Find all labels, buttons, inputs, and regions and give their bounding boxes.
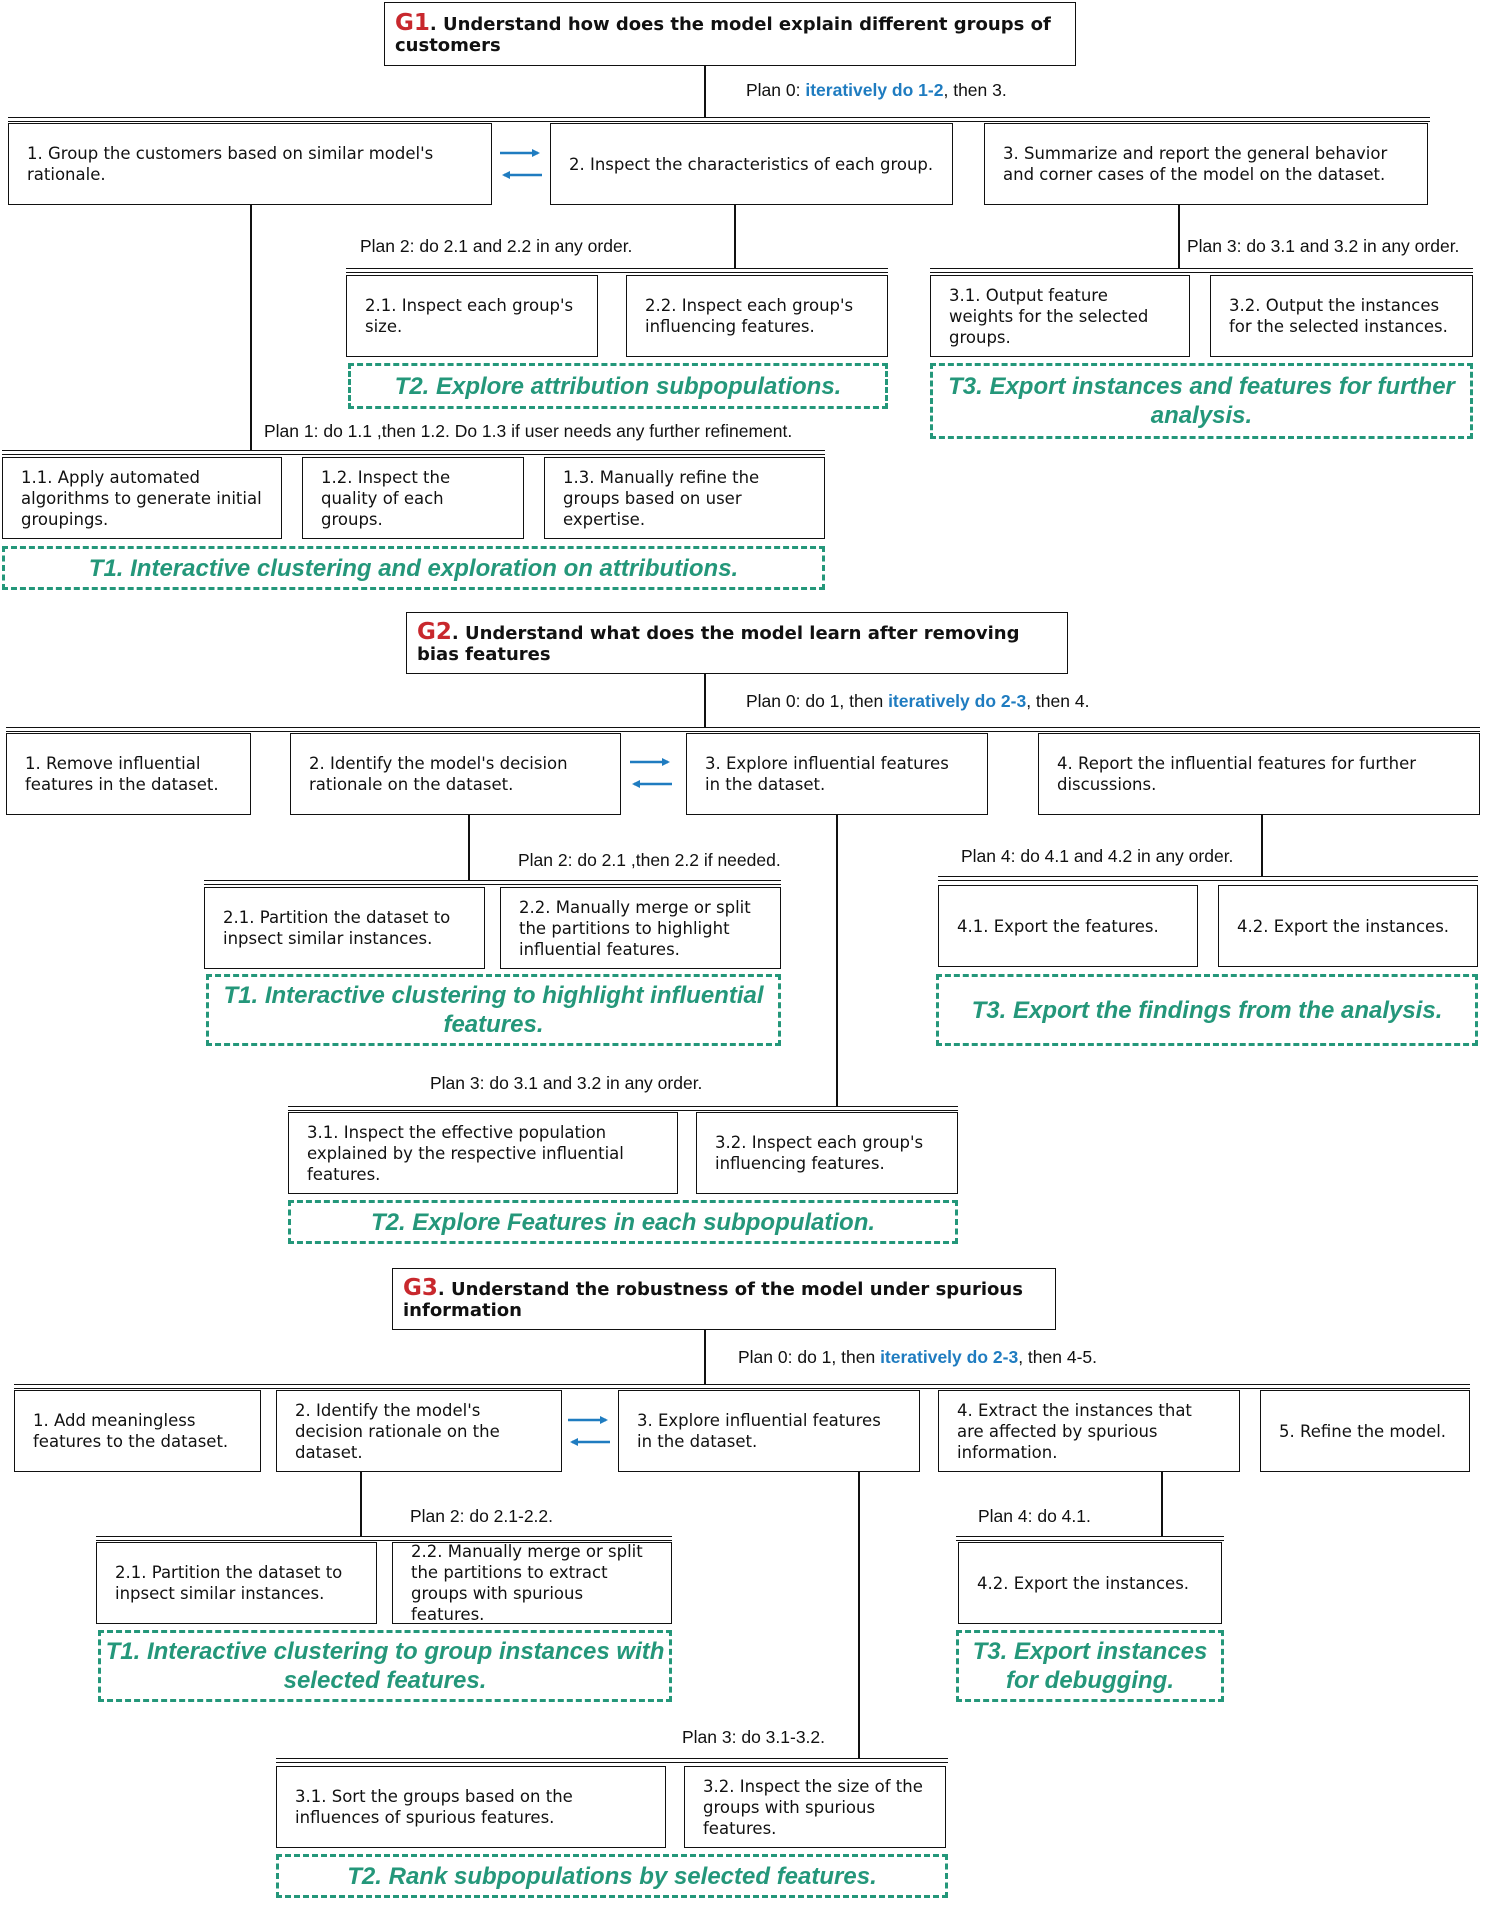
- g2-goal-box: G2. Understand what does the model learn…: [406, 612, 1068, 674]
- g3-goal-box: G3. Understand the robustness of the mod…: [392, 1268, 1056, 1330]
- g2-step-4-1: 4.1. Export the features.: [938, 885, 1198, 967]
- g2-step-2-1: 2.1. Partition the dataset to inpsect si…: [204, 887, 485, 969]
- g2-plan0: Plan 0: do 1, then iteratively do 2-3, t…: [746, 691, 1090, 711]
- g2-task-t3: T3. Export the findings from the analysi…: [936, 974, 1478, 1046]
- g1-plan1: Plan 1: do 1.1 ,then 1.2. Do 1.3 if user…: [264, 421, 793, 441]
- g2-step-2-2: 2.2. Manually merge or split the partiti…: [500, 887, 781, 969]
- g1-step-3: 3. Summarize and report the general beha…: [984, 123, 1428, 205]
- g3-step-3-2: 3.2. Inspect the size of the groups with…: [684, 1766, 946, 1848]
- g2-task-t1: T1. Interactive clustering to highlight …: [206, 974, 781, 1046]
- g1-step-1-1: 1.1. Apply automated algorithms to gener…: [2, 457, 282, 539]
- g1-goal-text: . Understand how does the model explain …: [395, 13, 1051, 56]
- g2-step-1: 1. Remove influential features in the da…: [6, 733, 251, 815]
- g3-goal-text: . Understand the robustness of the model…: [403, 1278, 1023, 1321]
- g1-task-t3: T3. Export instances and features for fu…: [930, 363, 1473, 439]
- g3-task-t2: T2. Rank subpopulations by selected feat…: [276, 1854, 948, 1898]
- g2-goal-text: . Understand what does the model learn a…: [417, 622, 1020, 665]
- g3-step-2-2: 2.2. Manually merge or split the partiti…: [392, 1542, 672, 1624]
- g2-iterate-arrows-icon: [630, 758, 672, 788]
- g2-goal-id: G2: [417, 618, 452, 645]
- g3-step-5: 5. Refine the model.: [1260, 1390, 1470, 1472]
- g3-step-2: 2. Identify the model's decision rationa…: [276, 1390, 562, 1472]
- g1-step-1: 1. Group the customers based on similar …: [8, 123, 492, 205]
- g3-step-1: 1. Add meaningless features to the datas…: [14, 1390, 261, 1472]
- g3-task-t3: T3. Export instances for debugging.: [956, 1630, 1224, 1702]
- g1-plan3: Plan 3: do 3.1 and 3.2 in any order.: [1187, 236, 1460, 256]
- g3-step-3-1: 3.1. Sort the groups based on the influe…: [276, 1766, 666, 1848]
- g1-task-t2: T2. Explore attribution subpopulations.: [348, 363, 888, 409]
- g3-plan3: Plan 3: do 3.1-3.2.: [682, 1727, 826, 1747]
- g1-step-2: 2. Inspect the characteristics of each g…: [550, 123, 953, 205]
- g3-plan4: Plan 4: do 4.1.: [978, 1506, 1091, 1526]
- g2-task-t2: T2. Explore Features in each subpopulati…: [288, 1200, 958, 1244]
- g1-step-2-1: 2.1. Inspect each group's size.: [346, 275, 598, 357]
- g1-goal-id: G1: [395, 9, 430, 36]
- g1-plan0: Plan 0: iteratively do 1-2, then 3.: [746, 80, 1007, 100]
- g2-step-3-1: 3.1. Inspect the effective population ex…: [288, 1112, 678, 1194]
- g3-step-2-1: 2.1. Partition the dataset to inpsect si…: [96, 1542, 377, 1624]
- g3-step-4-2: 4.2. Export the instances.: [958, 1542, 1222, 1624]
- g2-plan2: Plan 2: do 2.1 ,then 2.2 if needed.: [518, 850, 781, 870]
- g1-goal-box: G1. Understand how does the model explai…: [384, 2, 1076, 66]
- g1-iterate-arrows-icon: [500, 149, 542, 179]
- g3-step-3: 3. Explore influential features in the d…: [618, 1390, 920, 1472]
- g1-step-3-1: 3.1. Output feature weights for the sele…: [930, 275, 1190, 357]
- g3-plan2: Plan 2: do 2.1-2.2.: [410, 1506, 554, 1526]
- g3-plan0: Plan 0: do 1, then iteratively do 2-3, t…: [738, 1347, 1097, 1367]
- g2-step-3-2: 3.2. Inspect each group's influencing fe…: [696, 1112, 958, 1194]
- g3-iterate-arrows-icon: [568, 1416, 610, 1446]
- g1-step-2-2: 2.2. Inspect each group's influencing fe…: [626, 275, 888, 357]
- g2-step-4-2: 4.2. Export the instances.: [1218, 885, 1478, 967]
- g3-goal-id: G3: [403, 1274, 438, 1301]
- g1-plan2: Plan 2: do 2.1 and 2.2 in any order.: [360, 236, 633, 256]
- g2-step-2: 2. Identify the model's decision rationa…: [290, 733, 621, 815]
- g2-step-3: 3. Explore influential features in the d…: [686, 733, 988, 815]
- g1-step-3-2: 3.2. Output the instances for the select…: [1210, 275, 1473, 357]
- g1-step-1-3: 1.3. Manually refine the groups based on…: [544, 457, 825, 539]
- g3-task-t1: T1. Interactive clustering to group inst…: [98, 1630, 672, 1702]
- g3-step-4: 4. Extract the instances that are affect…: [938, 1390, 1240, 1472]
- g2-plan3: Plan 3: do 3.1 and 3.2 in any order.: [430, 1073, 703, 1093]
- g2-plan4: Plan 4: do 4.1 and 4.2 in any order.: [961, 846, 1234, 866]
- g1-step-1-2: 1.2. Inspect the quality of each groups.: [302, 457, 524, 539]
- g2-step-4: 4. Report the influential features for f…: [1038, 733, 1480, 815]
- g1-task-t1: T1. Interactive clustering and explorati…: [2, 546, 825, 590]
